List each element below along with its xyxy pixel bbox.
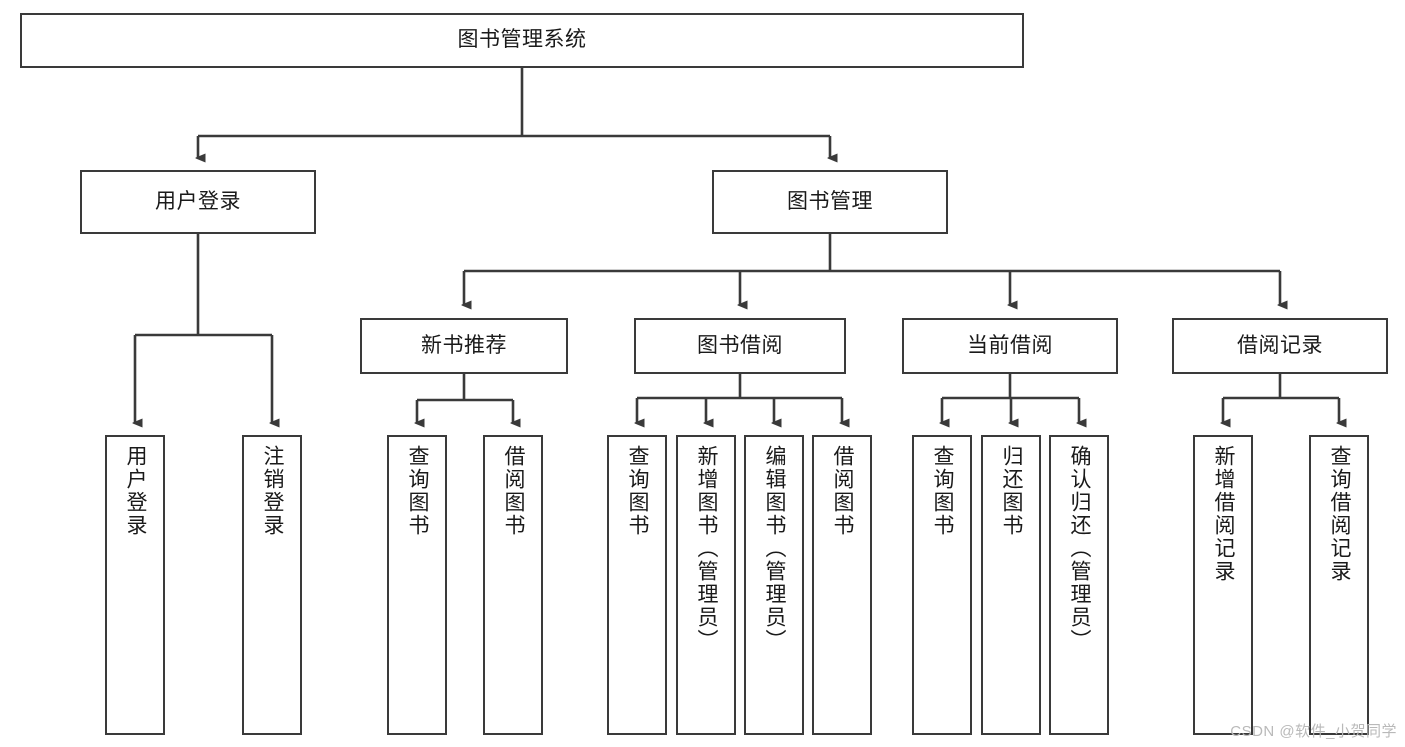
leaf-borrow-book-recommend[interactable]: 借阅图书 <box>483 435 543 735</box>
leaf-query-book-recommend[interactable]: 查询图书 <box>387 435 447 735</box>
leaf-logout[interactable]: 注销登录 <box>242 435 302 735</box>
node-label: 新增图书（管理员） <box>695 445 719 652</box>
node-label: 用户登录 <box>155 189 241 213</box>
node-label: 归还图书 <box>1000 445 1024 537</box>
node-label: 借阅图书 <box>502 445 526 537</box>
node-root-system[interactable]: 图书管理系统 <box>20 13 1024 68</box>
node-label: 查询图书 <box>626 445 650 537</box>
node-label: 图书管理系统 <box>457 28 587 52</box>
node-label: 用户登录 <box>124 445 148 537</box>
node-label: 确认归还（管理员） <box>1068 445 1092 652</box>
node-label: 查询图书 <box>406 445 430 537</box>
leaf-query-book-borrow[interactable]: 查询图书 <box>607 435 667 735</box>
node-label: 新书推荐 <box>421 333 507 357</box>
leaf-query-book-current[interactable]: 查询图书 <box>912 435 972 735</box>
node-book-management[interactable]: 图书管理 <box>712 170 948 234</box>
node-label: 当前借阅 <box>967 333 1053 357</box>
node-borrow-record[interactable]: 借阅记录 <box>1172 318 1388 374</box>
node-book-borrow[interactable]: 图书借阅 <box>634 318 846 374</box>
node-label: 查询借阅记录 <box>1328 445 1352 583</box>
leaf-return-book[interactable]: 归还图书 <box>981 435 1041 735</box>
leaf-borrow-book[interactable]: 借阅图书 <box>812 435 872 735</box>
node-label: 编辑图书（管理员） <box>763 445 787 652</box>
node-new-book-recommend[interactable]: 新书推荐 <box>360 318 568 374</box>
node-label: 注销登录 <box>261 445 285 537</box>
node-label: 查询图书 <box>931 445 955 537</box>
node-label: 借阅记录 <box>1237 333 1323 357</box>
node-current-borrow[interactable]: 当前借阅 <box>902 318 1118 374</box>
node-label: 新增借阅记录 <box>1212 445 1236 583</box>
node-label: 图书管理 <box>787 189 873 213</box>
watermark: CSDN @软件_小贺同学 <box>1230 723 1397 740</box>
leaf-add-borrow-record[interactable]: 新增借阅记录 <box>1193 435 1253 735</box>
leaf-add-book-admin[interactable]: 新增图书（管理员） <box>676 435 736 735</box>
leaf-user-login[interactable]: 用户登录 <box>105 435 165 735</box>
node-user-login[interactable]: 用户登录 <box>80 170 316 234</box>
node-label: 图书借阅 <box>697 333 783 357</box>
node-label: 借阅图书 <box>831 445 855 537</box>
leaf-confirm-return-admin[interactable]: 确认归还（管理员） <box>1049 435 1109 735</box>
leaf-query-borrow-record[interactable]: 查询借阅记录 <box>1309 435 1369 735</box>
leaf-edit-book-admin[interactable]: 编辑图书（管理员） <box>744 435 804 735</box>
